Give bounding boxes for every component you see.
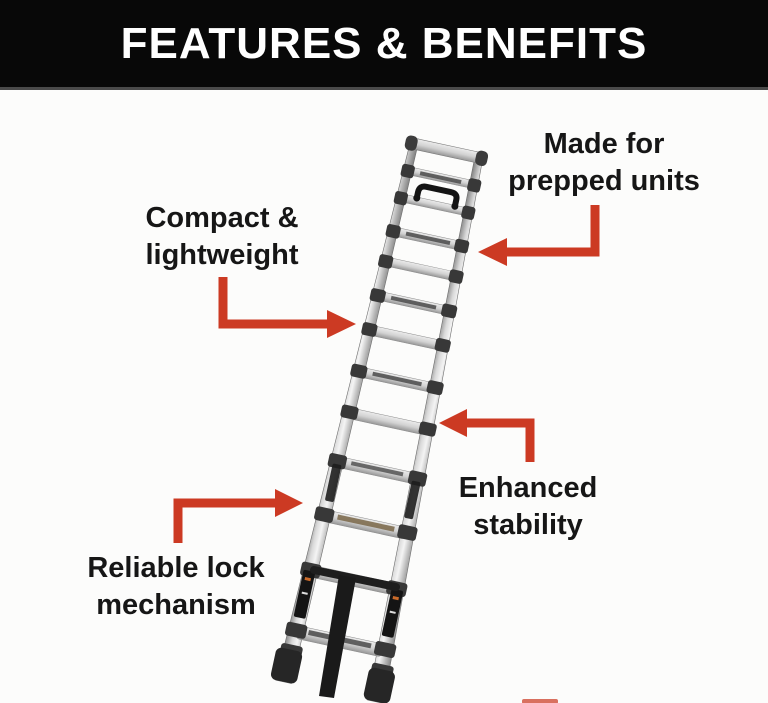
callout-line: Enhanced — [458, 472, 598, 504]
top-cap-end-left — [404, 135, 418, 151]
page-title: FEATURES & BENEFITS — [120, 18, 648, 68]
callout-line: prepped units — [508, 165, 700, 197]
top-cap-end-right — [475, 150, 489, 166]
callout-line: mechanism — [96, 589, 256, 621]
callout-line: Compact & — [145, 202, 299, 234]
telescoping-ladder — [270, 135, 489, 703]
callout-made-for-prepped-units: Made for prepped units — [508, 126, 700, 200]
header-bar: FEATURES & BENEFITS — [0, 0, 768, 90]
callout-line: Reliable lock — [87, 552, 265, 584]
arrow-compact-lightweight — [218, 277, 356, 338]
callout-reliable-lock-mechanism: Reliable lock mechanism — [87, 550, 264, 624]
rubber-feet — [270, 647, 395, 703]
lock-collars — [279, 163, 482, 679]
product-labels — [293, 463, 421, 638]
ladder-top-cap — [406, 137, 487, 164]
arrow-enhanced-stability — [439, 409, 535, 462]
callout-compact-lightweight: Compact & lightweight — [145, 200, 298, 274]
callout-enhanced-stability: Enhanced stability — [459, 470, 598, 544]
callout-line: lightweight — [145, 239, 299, 271]
cropped-red-shape — [522, 699, 558, 703]
callout-line: stability — [473, 509, 583, 541]
arrow-made-for-prepped-units — [478, 205, 600, 266]
callout-line: Made for — [543, 128, 665, 160]
carry-hook — [413, 183, 460, 210]
hanging-strap — [310, 566, 400, 698]
arrow-reliable-lock-mechanism — [173, 489, 303, 543]
